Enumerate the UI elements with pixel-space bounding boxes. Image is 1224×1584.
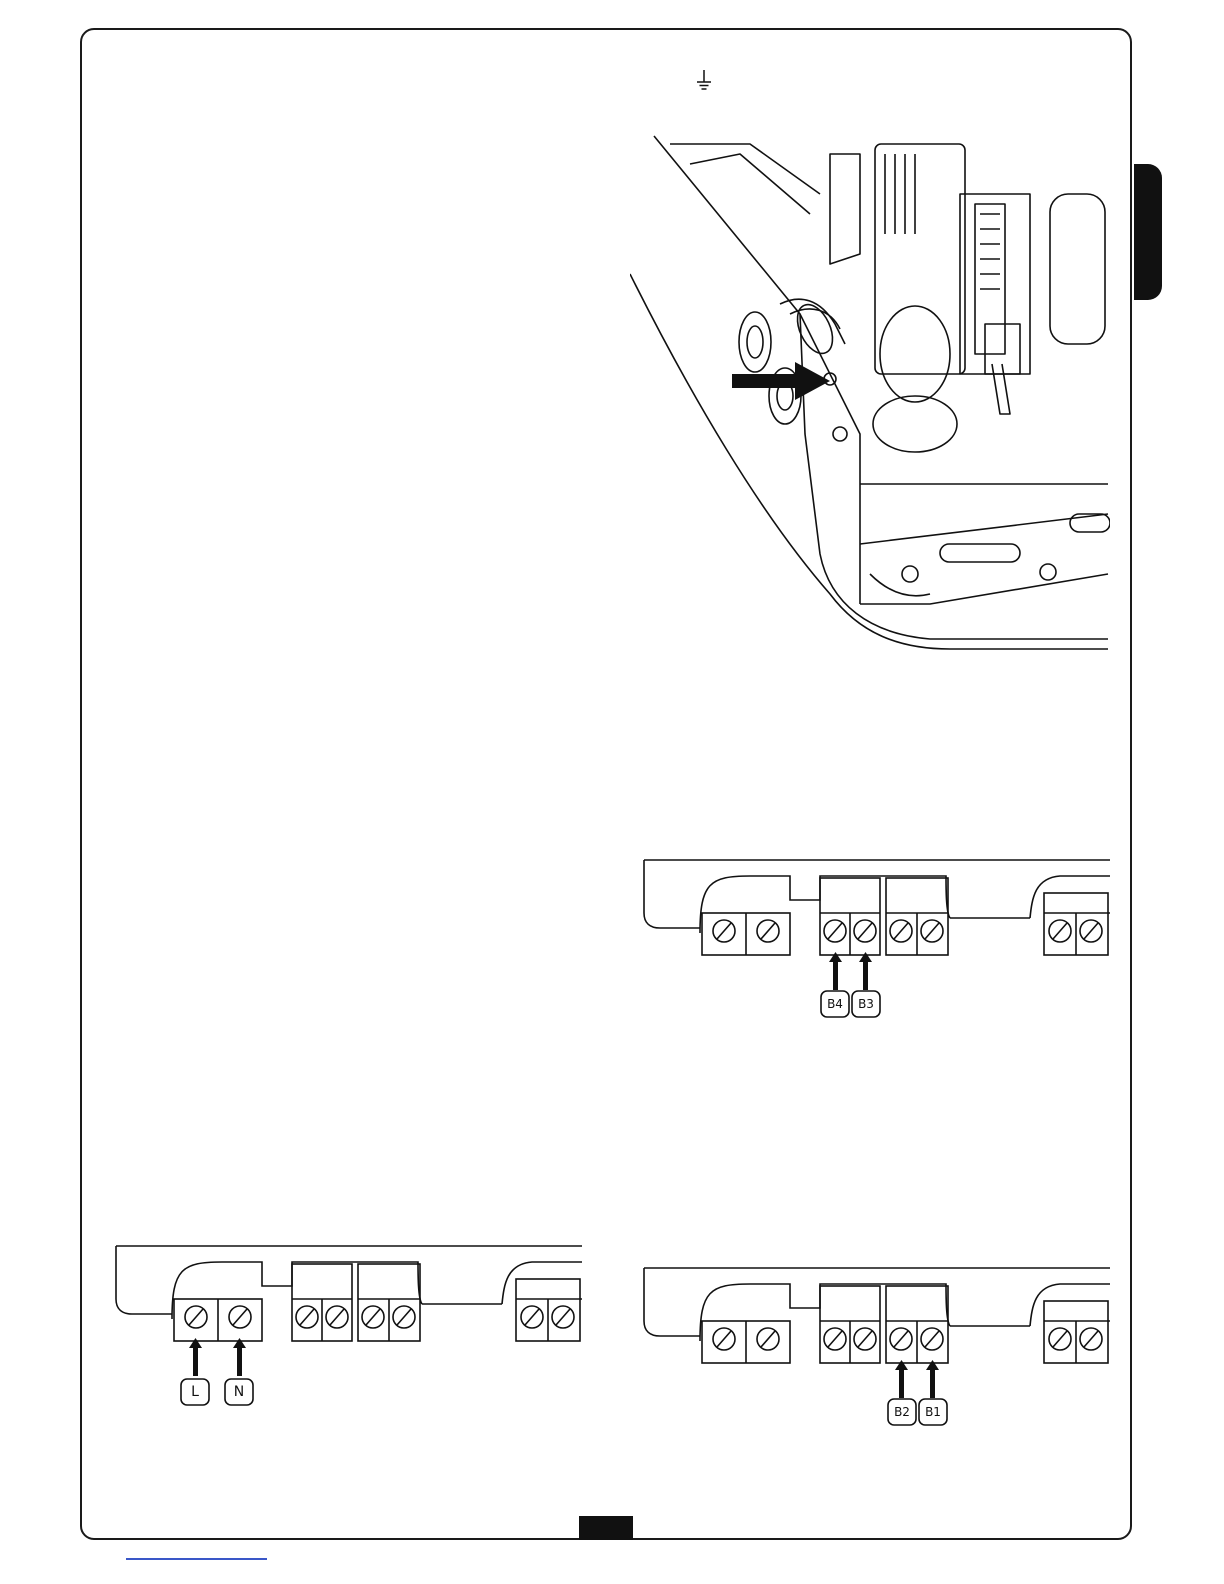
wire-label-b3: B3 (858, 997, 874, 1011)
wire-label-b4: B4 (827, 997, 843, 1011)
wire-label-b2: B2 (894, 1405, 910, 1419)
section-tab (1134, 164, 1162, 300)
page-number-block (579, 1516, 633, 1540)
terminal-block-l-n: L N (112, 1244, 582, 1408)
wire-label-n: N (234, 1384, 244, 1400)
installation-illustration (630, 134, 1110, 654)
footer-link-underline[interactable] (126, 1558, 267, 1560)
wire-label-b1: B1 (925, 1405, 941, 1419)
terminal-block-b4-b3: B4 B3 (640, 858, 1110, 1022)
terminal-block-b2-b1: B2 B1 (640, 1266, 1110, 1430)
earth-ground-icon (695, 68, 713, 94)
wire-label-l: L (191, 1384, 199, 1400)
